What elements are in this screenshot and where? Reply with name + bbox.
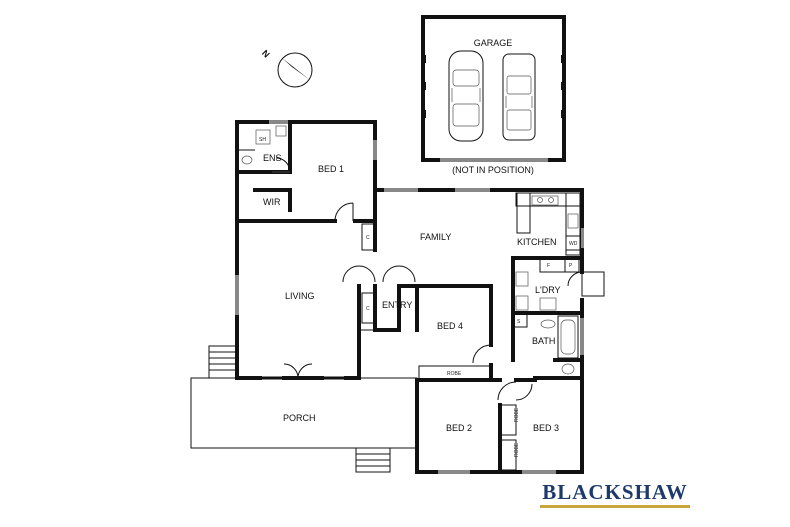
- bed1-label: BED 1: [318, 164, 344, 174]
- windows: [235, 120, 584, 474]
- bath-basin-icon: [540, 319, 556, 329]
- robe3-label: ROBE: [514, 442, 520, 457]
- entry-label: ENTRY: [382, 300, 412, 310]
- robe4-label: ROBE: [447, 371, 462, 377]
- garage: GARAGE (NOT IN POSITION): [421, 15, 566, 175]
- bath-toilet-icon: [561, 363, 575, 375]
- porch-steps-top: [208, 345, 238, 379]
- shower-icon: [255, 129, 271, 145]
- ldry-label: L'DRY: [535, 285, 561, 295]
- s-label: S: [517, 319, 521, 325]
- porch-zone: PORCH: [190, 345, 418, 473]
- bed3-label: BED 3: [533, 423, 559, 433]
- laundry-zone: F P L'DRY S BATH: [511, 256, 605, 380]
- family-label: FAMILY: [420, 232, 451, 242]
- bed23-zone: ROBE ROBE BED 2 BED 3: [415, 378, 559, 474]
- car-right-icon: [502, 53, 536, 141]
- sink-icon: [531, 195, 559, 206]
- bed4-zone: ROBE BED 4: [415, 321, 493, 382]
- porch-label: PORCH: [283, 413, 316, 423]
- porch-steps-bottom: [355, 447, 391, 473]
- compass: N: [260, 48, 313, 88]
- bed2-label: BED 2: [446, 423, 472, 433]
- not-in-position-label: (NOT IN POSITION): [452, 165, 534, 175]
- kitchen-label: KITCHEN: [517, 237, 557, 247]
- brand-logo: BLACKSHAW: [542, 480, 688, 504]
- garage-label: GARAGE: [474, 38, 513, 48]
- wir-label: WIR: [263, 197, 281, 207]
- bed1-zone: ENS SH BED 1 WIR: [235, 120, 377, 223]
- kitchen-bench: [515, 192, 581, 207]
- bed4-label: BED 4: [437, 321, 463, 331]
- cooktop-icon: [567, 213, 579, 229]
- bed3-robe: [499, 439, 517, 471]
- c2-label: C: [366, 306, 370, 312]
- p-label: P: [569, 263, 573, 269]
- laundry-tub-icon: [539, 297, 557, 311]
- f-label: F: [547, 263, 550, 269]
- sh-label: SH: [259, 137, 266, 143]
- bed2-robe: [499, 404, 517, 436]
- compass-needle-icon: [282, 58, 310, 80]
- kitchen-zone: C WD FAMILY KITCHEN: [360, 192, 581, 256]
- robe2-label: ROBE: [514, 407, 520, 422]
- bed4-robe: [418, 365, 492, 381]
- c1-label: C: [366, 235, 370, 241]
- entry-zone: C ENTRY LIVING: [283, 265, 416, 379]
- wd-label: WD: [569, 241, 578, 247]
- brand-underline: [540, 505, 690, 508]
- basin-icon: [275, 125, 287, 137]
- car-left-icon: [448, 50, 484, 142]
- compass-north-label: N: [260, 48, 272, 60]
- laundry-porch: [581, 271, 605, 297]
- ens-label: ENS: [263, 153, 282, 163]
- toilet-icon: [241, 155, 253, 165]
- compass-ring: [277, 52, 313, 88]
- living-label: LIVING: [285, 291, 315, 301]
- bath-label: BATH: [532, 336, 555, 346]
